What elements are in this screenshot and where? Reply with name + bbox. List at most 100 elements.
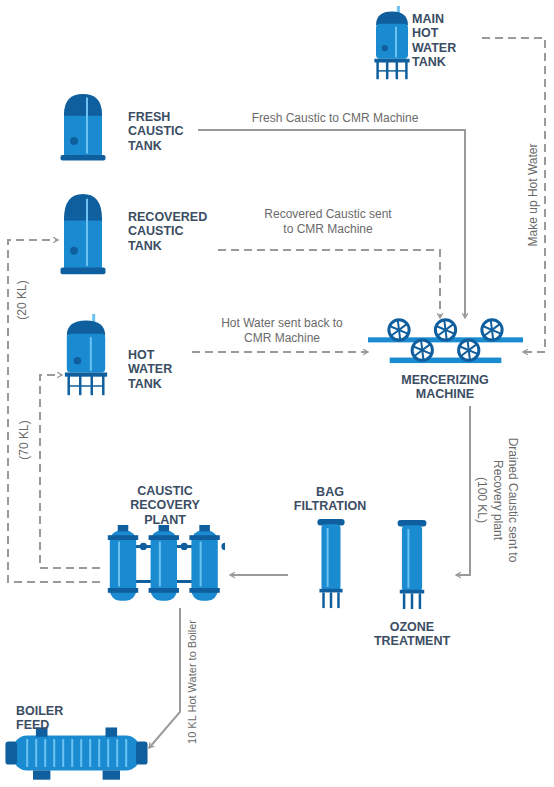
- icon-part: [414, 344, 430, 356]
- icon-part: [149, 535, 179, 540]
- icon-part: [53, 739, 55, 767]
- icon-part: [89, 739, 91, 767]
- icon-part: [140, 543, 147, 550]
- icon-part: [5, 741, 17, 764]
- icon-part: [70, 247, 78, 255]
- icon-part: [419, 593, 422, 609]
- icon-part: [71, 739, 73, 767]
- icon-part: [33, 770, 50, 779]
- tank-node: FRESH CAUSTIC TANK: [58, 92, 198, 164]
- icon-part: [86, 199, 88, 266]
- icon-part: [64, 217, 102, 220]
- node-label: CAUSTIC RECOVERY PLANT: [110, 484, 220, 527]
- icon-part: [125, 739, 127, 767]
- icon-part: [67, 320, 105, 335]
- icon-part: [61, 155, 106, 161]
- flow-label: (20 KL): [15, 270, 30, 330]
- icon-part: [86, 98, 88, 154]
- icon-part: [391, 324, 407, 336]
- node-label: MERCERIZING MACHINE: [395, 373, 495, 402]
- icon-part: [64, 194, 102, 219]
- icon-part: [64, 113, 102, 156]
- icon-part: [74, 357, 82, 365]
- icon-part: [459, 340, 479, 360]
- flow-label: Make up Hot Water: [526, 125, 541, 265]
- boiler-node: BOILER FEED: [4, 704, 149, 784]
- plant-icon: [105, 524, 225, 604]
- icon-part: [221, 543, 225, 550]
- icon-part: [106, 727, 118, 736]
- icon-part: [200, 542, 202, 587]
- icon-part: [108, 588, 138, 593]
- icon-part: [13, 736, 141, 771]
- icon-part: [189, 535, 219, 540]
- icon-part: [35, 739, 37, 767]
- dome-icon: [58, 92, 108, 162]
- volume-label: (100 KL): [474, 470, 489, 530]
- node-label: MAIN HOT WATER TANK: [412, 12, 464, 70]
- icon-part: [103, 770, 120, 779]
- icon-part: [389, 320, 409, 340]
- icon-part: [395, 27, 397, 57]
- node-label: HOT WATER TANK: [128, 348, 180, 391]
- dashed-flow-line: [8, 240, 100, 582]
- icon-part: [337, 592, 340, 608]
- icon-part: [374, 59, 409, 63]
- flow-label: 10 KL Hot Water to Boiler: [186, 607, 200, 757]
- icon-part: [136, 741, 148, 764]
- flow-label: (70 KL): [17, 410, 32, 470]
- icon-part: [70, 137, 78, 145]
- icon-part: [69, 385, 104, 387]
- icon-part: [484, 324, 500, 336]
- icon-part: [382, 45, 388, 51]
- icon-part: [189, 588, 219, 593]
- flow-line: [198, 130, 465, 318]
- node-label: RECOVERED CAUSTIC TANK: [128, 210, 212, 253]
- icon-part: [118, 542, 120, 587]
- icon-part: [376, 24, 408, 59]
- icon-part: [116, 739, 118, 767]
- filter-icon: [314, 517, 348, 609]
- icon-part: [330, 592, 333, 608]
- icon-part: [90, 337, 92, 371]
- flow-line: [149, 608, 180, 748]
- flow-label: Drained Caustic sent to Recovery plant: [490, 428, 520, 573]
- tank-node: RECOVERED CAUSTIC TANK: [58, 192, 218, 278]
- flow-label: Fresh Caustic to CMR Machine: [215, 111, 455, 126]
- machine-icon: [368, 318, 523, 364]
- flow-line: [230, 574, 288, 576]
- icon-part: [199, 525, 210, 531]
- dashed-flow-line: [218, 250, 440, 318]
- icon-part: [376, 12, 408, 26]
- icon-part: [108, 535, 138, 540]
- icon-part: [65, 372, 107, 376]
- icon-part: [327, 528, 329, 587]
- icon-part: [319, 589, 342, 593]
- icon-part: [322, 592, 325, 608]
- dashed-flow-line: [192, 351, 368, 353]
- filter-node: OZONE TREATMENT: [370, 518, 456, 658]
- node-label: BAG FILTRATION: [290, 485, 370, 514]
- icon-part: [181, 543, 188, 550]
- icon-part: [461, 344, 477, 356]
- icon-part: [437, 324, 453, 336]
- icon-part: [64, 217, 102, 269]
- dashed-flow-line: [482, 38, 545, 352]
- node-label: BOILER FEED: [16, 704, 71, 733]
- dashed-flow-line: [40, 375, 100, 568]
- icon-part: [321, 524, 340, 590]
- boiler-icon: [4, 724, 149, 782]
- tank-node: HOT WATER TANK: [62, 312, 192, 398]
- icon-part: [390, 358, 502, 364]
- icon-part: [64, 94, 102, 114]
- icon-part: [118, 525, 129, 531]
- icon-part: [62, 739, 64, 767]
- icon-part: [482, 320, 502, 340]
- icon-part: [67, 334, 105, 373]
- icon-part: [403, 593, 406, 609]
- icon-part: [402, 525, 422, 591]
- icon-part: [107, 739, 109, 767]
- icon-part: [412, 340, 432, 360]
- tank-node: MAIN HOT WATER TANK: [372, 4, 482, 82]
